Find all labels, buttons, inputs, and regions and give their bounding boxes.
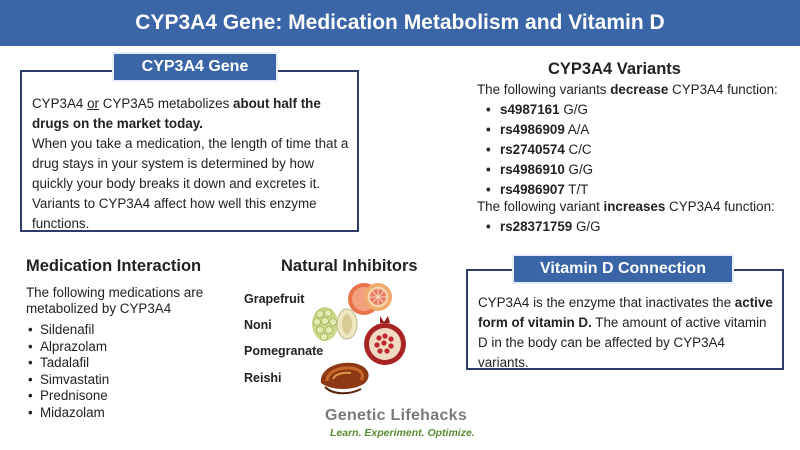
inhibitor-grapefruit: Grapefruit bbox=[244, 292, 305, 306]
vitamin-d-box: CYP3A4 is the enzyme that inactivates th… bbox=[466, 269, 784, 370]
page-title: CYP3A4 Gene: Medication Metabolism and V… bbox=[0, 0, 800, 46]
gene-text-or: or bbox=[87, 96, 100, 111]
variant-item: rs2740574 C/C bbox=[482, 140, 593, 160]
vitamin-d-text-bold: active form of vitamin D. bbox=[478, 295, 773, 330]
reishi-mushroom-icon bbox=[320, 362, 369, 395]
variant-rsid: rs4986907 bbox=[500, 182, 565, 197]
medication-item: Tadalafil bbox=[26, 355, 109, 372]
inhibitor-reishi: Reishi bbox=[244, 371, 282, 385]
variants-title: CYP3A4 Variants bbox=[548, 60, 681, 78]
gene-box-tab: CYP3A4 Gene bbox=[112, 52, 278, 82]
variant-rsid: rs4986909 bbox=[500, 122, 565, 137]
medication-title: Medication Interaction bbox=[26, 257, 202, 275]
medication-item: Prednisone bbox=[26, 388, 109, 405]
brand-logo-title: Genetic Lifehacks bbox=[325, 407, 468, 424]
decrease-intro: The following variants decrease CYP3A4 f… bbox=[477, 82, 778, 97]
decrease-intro-pre: The following variants bbox=[477, 82, 611, 97]
decrease-intro-bold: decrease bbox=[610, 82, 669, 97]
variant-rsid: rs2740574 bbox=[500, 142, 565, 157]
vitamin-d-box-tab: Vitamin D Connection bbox=[512, 254, 734, 284]
grapefruit-icon bbox=[348, 283, 392, 315]
variant-item: rs4986909 A/A bbox=[482, 120, 593, 140]
gene-text-p1-bold: about half the drugs on the market today… bbox=[32, 96, 321, 131]
decrease-variant-list: s4987161 G/G rs4986909 A/A rs2740574 C/C… bbox=[482, 100, 593, 200]
increase-variant-list: rs28371759 G/G bbox=[482, 217, 601, 237]
variant-item: rs28371759 G/G bbox=[482, 217, 601, 237]
variant-item: s4987161 G/G bbox=[482, 100, 593, 120]
variant-item: rs4986910 G/G bbox=[482, 160, 593, 180]
vitamin-d-text-post: The amount of active vitamin D in the bo… bbox=[478, 315, 767, 370]
increase-intro: The following variant increases CYP3A4 f… bbox=[477, 199, 775, 214]
variant-rsid: s4987161 bbox=[500, 102, 560, 117]
pomegranate-icon bbox=[364, 316, 406, 365]
medication-item: Simvastatin bbox=[26, 372, 109, 389]
variant-genotype: G/G bbox=[568, 162, 594, 177]
variant-genotype: T/T bbox=[568, 182, 589, 197]
vitamin-d-description: CYP3A4 is the enzyme that inactivates th… bbox=[478, 293, 778, 373]
variant-genotype: A/A bbox=[567, 122, 590, 137]
variant-rsid: rs28371759 bbox=[500, 219, 573, 234]
variant-genotype: G/G bbox=[563, 102, 588, 117]
variant-rsid: rs4986910 bbox=[500, 162, 565, 177]
gene-text-p1-mid: CYP3A5 metabolizes bbox=[99, 96, 233, 111]
gene-text-p2: When you take a medication, the length o… bbox=[32, 136, 349, 231]
gene-info-box: CYP3A4 or CYP3A5 metabolizes about half … bbox=[20, 70, 359, 232]
increase-intro-post: CYP3A4 function: bbox=[665, 199, 775, 214]
noni-fruit-icon bbox=[312, 307, 358, 341]
natural-inhibitors-title: Natural Inhibitors bbox=[281, 257, 418, 275]
inhibitor-pomegranate: Pomegranate bbox=[244, 344, 324, 358]
medication-list: Sildenafil Alprazolam Tadalafil Simvasta… bbox=[26, 322, 109, 421]
decrease-intro-post: CYP3A4 function: bbox=[668, 82, 778, 97]
medication-intro: The following medications are metabolize… bbox=[26, 285, 204, 316]
increase-intro-pre: The following variant bbox=[477, 199, 604, 214]
vitamin-d-text-pre: CYP3A4 is the enzyme that inactivates th… bbox=[478, 295, 735, 310]
variant-item: rs4986907 T/T bbox=[482, 180, 593, 200]
gene-description: CYP3A4 or CYP3A5 metabolizes about half … bbox=[32, 94, 354, 234]
variant-genotype: G/G bbox=[575, 219, 601, 234]
medication-item: Midazolam bbox=[26, 405, 109, 422]
inhibitor-noni: Noni bbox=[244, 318, 272, 332]
medication-item: Sildenafil bbox=[26, 322, 109, 339]
variant-genotype: C/C bbox=[568, 142, 592, 157]
increase-intro-bold: increases bbox=[603, 199, 666, 214]
gene-text-p1-pre: CYP3A4 bbox=[32, 96, 88, 111]
brand-logo-tagline: Learn. Experiment. Optimize. bbox=[330, 427, 475, 439]
medication-item: Alprazolam bbox=[26, 339, 109, 356]
